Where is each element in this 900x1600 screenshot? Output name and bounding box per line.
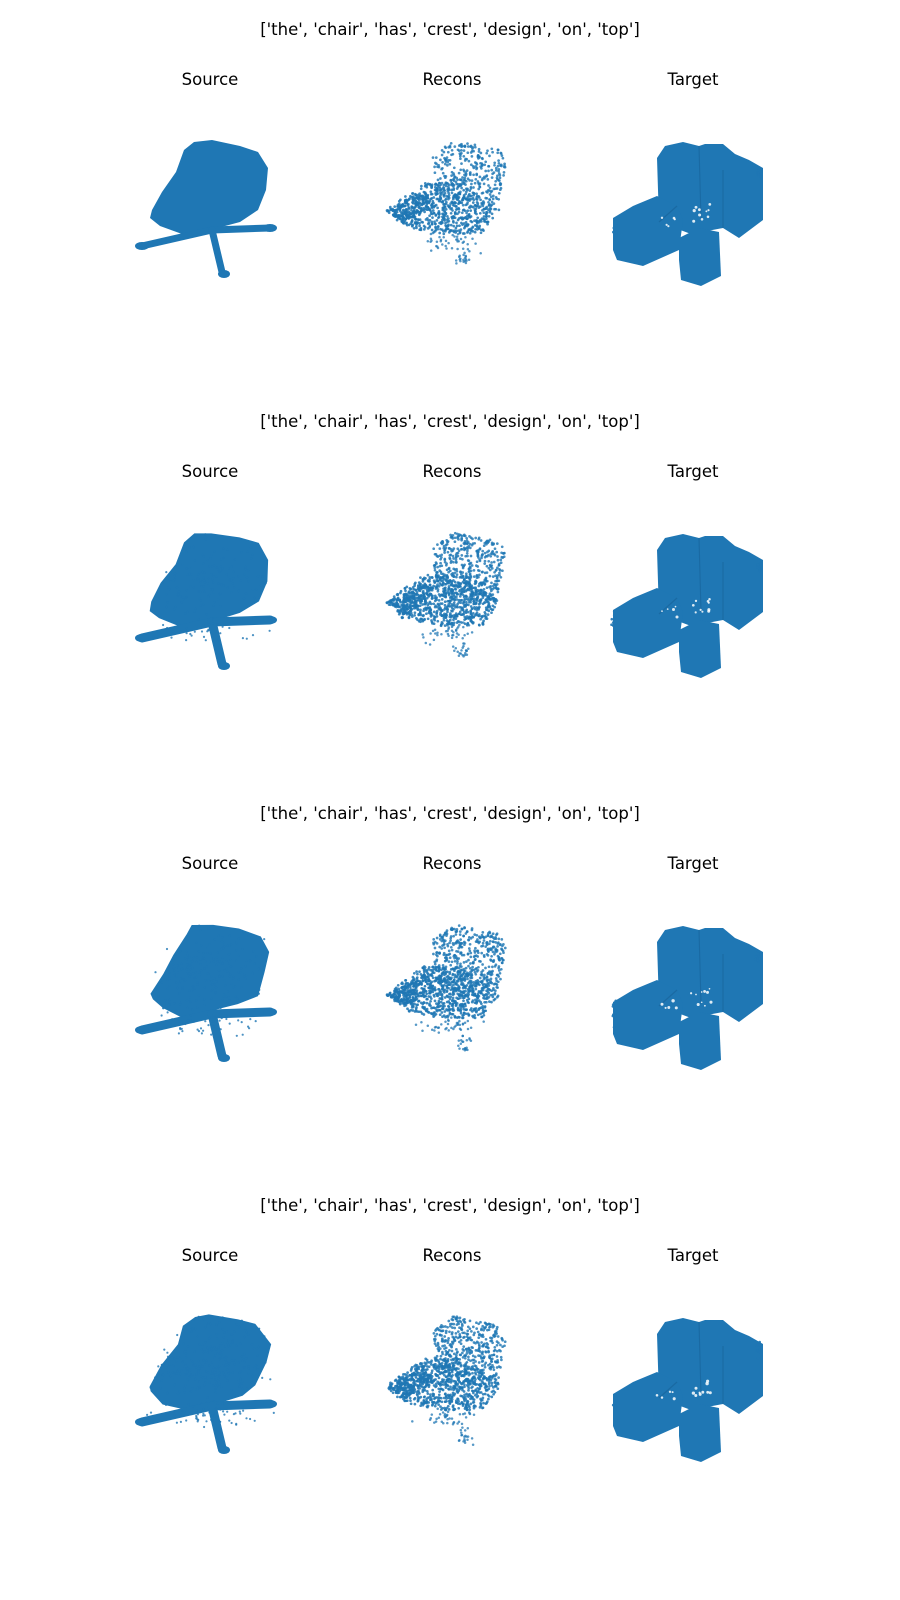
figure-row: ['the', 'chair', 'has', 'crest', 'design… (0, 784, 900, 1176)
source-panel: Source (90, 462, 330, 712)
panel-title: Target (667, 1246, 719, 1265)
source-point-cloud (135, 533, 277, 670)
source-panel: Source (90, 854, 330, 1104)
row-title: ['the', 'chair', 'has', 'crest', 'design… (260, 1196, 640, 1215)
panel-title: Source (181, 1246, 239, 1265)
panel-title: Target (667, 462, 719, 481)
source-point-cloud (135, 924, 277, 1062)
target-point-cloud (611, 926, 763, 1070)
row-title: ['the', 'chair', 'has', 'crest', 'design… (260, 20, 640, 39)
source-panel: Source (90, 1246, 330, 1496)
target-point-cloud (612, 142, 763, 286)
figure-row: ['the', 'chair', 'has', 'crest', 'design… (0, 0, 900, 392)
recons-point-cloud (385, 924, 507, 1052)
recons-panel: Recons (332, 1246, 572, 1496)
figure-row: ['the', 'chair', 'has', 'crest', 'design… (0, 1176, 900, 1568)
target-point-cloud (611, 1318, 763, 1462)
row-title: ['the', 'chair', 'has', 'crest', 'design… (260, 412, 640, 431)
panel-title: Recons (422, 1246, 482, 1265)
panel-title: Recons (422, 854, 482, 873)
panel-title: Recons (422, 70, 482, 89)
panel-title: Target (667, 70, 719, 89)
figure-row: ['the', 'chair', 'has', 'crest', 'design… (0, 392, 900, 784)
source-point-cloud (135, 140, 277, 278)
target-point-cloud (610, 534, 763, 678)
target-panel: Target (573, 462, 813, 712)
row-title: ['the', 'chair', 'has', 'crest', 'design… (260, 804, 640, 823)
panel-title: Source (181, 70, 239, 89)
target-panel: Target (573, 70, 813, 320)
panel-title: Source (181, 462, 239, 481)
recons-point-cloud (387, 1315, 507, 1446)
recons-panel: Recons (332, 462, 572, 712)
recons-panel: Recons (332, 70, 572, 320)
recons-point-cloud (385, 141, 507, 265)
target-panel: Target (573, 1246, 813, 1496)
panel-title: Recons (422, 462, 482, 481)
panel-title: Source (181, 854, 239, 873)
recons-panel: Recons (332, 854, 572, 1104)
source-point-cloud (135, 1314, 277, 1454)
source-panel: Source (90, 70, 330, 320)
target-panel: Target (573, 854, 813, 1104)
recons-point-cloud (385, 531, 506, 658)
panel-title: Target (667, 854, 719, 873)
